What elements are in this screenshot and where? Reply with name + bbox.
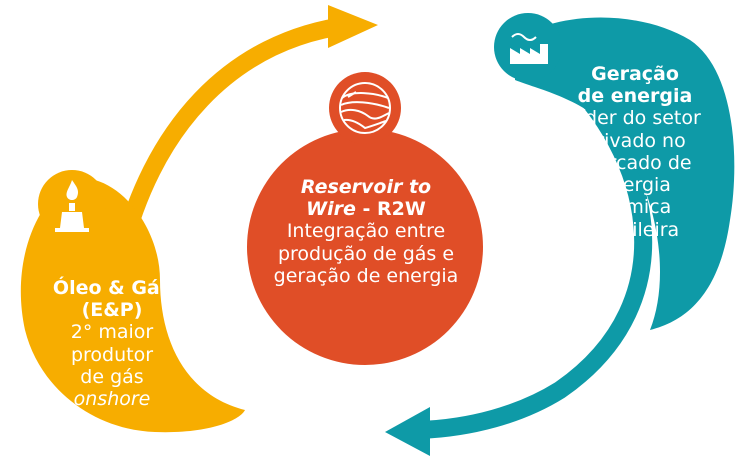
power-desc-line2: privado no bbox=[584, 129, 686, 152]
power-generation-text: Geração de energia Líder do setor privad… bbox=[550, 63, 720, 241]
r2w-desc-line1: Integração entre bbox=[286, 220, 446, 243]
teal-arrowhead bbox=[385, 407, 430, 456]
oil-derrick-flame-icon bbox=[55, 180, 89, 232]
r2w-desc-line3: geração de energia bbox=[273, 264, 459, 287]
teal-cycle-arrow bbox=[419, 63, 653, 439]
power-generation-shape bbox=[515, 17, 735, 330]
r2w-suffix: - R2W bbox=[355, 198, 426, 221]
power-desc-line5: térmica bbox=[598, 196, 672, 219]
oil-gas-desc-italic: onshore bbox=[73, 388, 151, 411]
power-desc-line3: mercado de bbox=[578, 151, 692, 174]
factory-icon bbox=[510, 33, 548, 64]
oil-gas-desc-line2: produtor bbox=[70, 343, 154, 366]
power-title-line1: Geração bbox=[591, 63, 679, 85]
oil-gas-text: Óleo & Gás (E&P) 2° maior produtor de gá… bbox=[22, 277, 202, 410]
oil-gas-title-line2: (E&P) bbox=[81, 299, 143, 322]
r2w-circle bbox=[247, 129, 483, 365]
oil-gas-desc-line3: de gás bbox=[80, 365, 144, 388]
r2w-title-line2: Wire - R2W bbox=[248, 198, 484, 220]
oil-gas-desc-line1: 2° maior bbox=[70, 321, 154, 344]
power-desc-line6: brasileira bbox=[590, 218, 680, 241]
r2w-title-line1: Reservoir to bbox=[300, 176, 432, 198]
power-desc-line4: energia bbox=[599, 174, 671, 197]
oil-gas-shape bbox=[20, 180, 245, 433]
oil-gas-title-line1: Óleo & Gás bbox=[52, 277, 172, 299]
amber-arrowhead bbox=[328, 5, 378, 48]
r2w-desc-line2: produção de gás e bbox=[277, 242, 455, 265]
r2w-wire-italic: Wire bbox=[306, 198, 356, 221]
power-desc-line1: Líder do setor bbox=[569, 107, 701, 130]
geological-layers-icon bbox=[339, 82, 391, 134]
power-title-line2: de energia bbox=[577, 85, 693, 108]
r2w-text: Reservoir to Wire - R2W Integração entre… bbox=[248, 176, 484, 287]
